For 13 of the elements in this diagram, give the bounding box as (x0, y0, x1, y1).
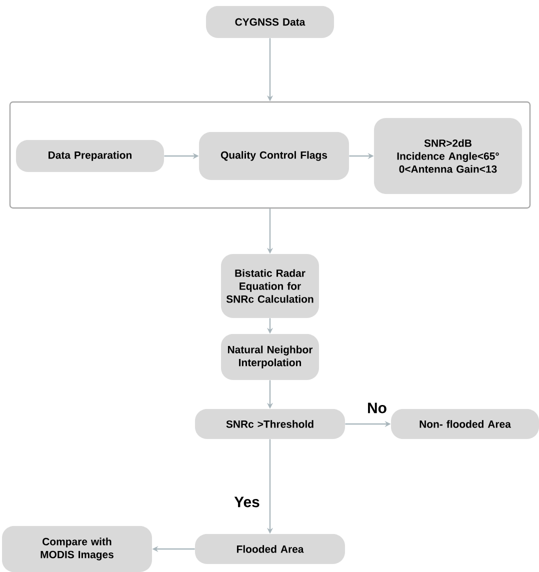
process-box: Compare with MODIS Images (2, 526, 152, 572)
process-box: Bistatic Radar Equation for SNRc Calculation (221, 254, 319, 318)
process-box: SNR>2dB Incidence Angle<65° 0<Antenna Gain<13 (374, 118, 522, 194)
edge-label: No (366, 402, 388, 414)
process-box: SNRc >Threshold (195, 409, 345, 439)
process-box: Quality Control Flags (199, 132, 349, 180)
process-box: CYGNSS Data (206, 6, 334, 38)
edge-label: Yes (233, 496, 261, 508)
process-box: Natural Neighbor Interpolation (221, 334, 319, 380)
process-box: Flooded Area (195, 534, 345, 564)
process-box: Data Preparation (16, 140, 164, 172)
process-box: Non- flooded Area (391, 409, 539, 439)
group-frame (9, 101, 531, 209)
